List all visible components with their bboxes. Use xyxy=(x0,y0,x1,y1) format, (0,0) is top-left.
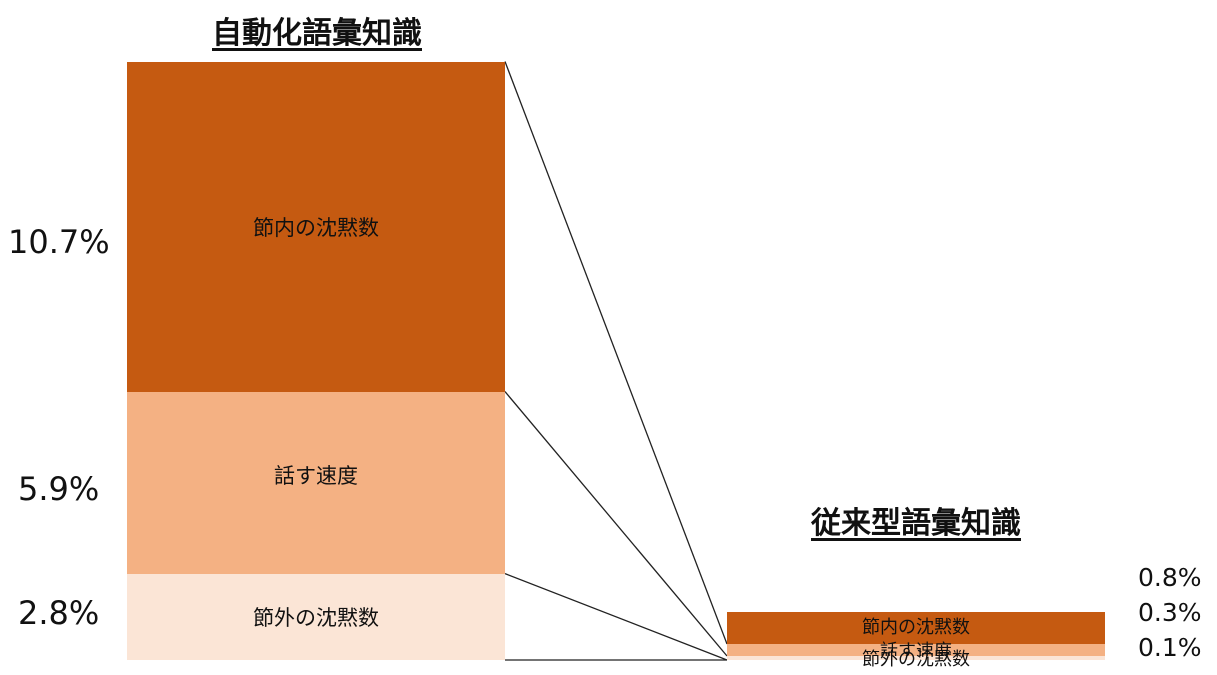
bar-1-value-0: 10.7% xyxy=(8,223,110,261)
bar-2-value-0: 0.8% xyxy=(1138,563,1202,592)
bar-2-title: 従来型語彙知識 xyxy=(811,506,1021,541)
bar-2-segment-0: 節内の沈黙数 xyxy=(727,612,1105,644)
connector-top xyxy=(504,61,728,645)
bar-1-value-2: 2.8% xyxy=(18,594,100,632)
bar-1-segment-1-label: 話す速度 xyxy=(274,463,358,488)
bar-1-segment-0: 節内の沈黙数 xyxy=(127,61,505,392)
bar-2-segment-2: 節外の沈黙数 xyxy=(727,649,1105,670)
bar-1-segment-2: 節外の沈黙数 xyxy=(127,573,505,660)
connector-2 xyxy=(504,391,728,657)
bar-1-segment-2-label: 節外の沈黙数 xyxy=(253,605,379,630)
bar-1-value-1: 5.9% xyxy=(18,470,100,508)
bar-1-segment-1: 話す速度 xyxy=(127,391,505,574)
bar-2-segment-2-label: 節外の沈黙数 xyxy=(862,649,970,670)
bar-1-title: 自動化語彙知識 xyxy=(212,16,422,51)
bar-2-segment-0-label: 節内の沈黙数 xyxy=(862,617,970,638)
bar-1-segment-0-label: 節内の沈黙数 xyxy=(253,215,379,240)
bar-2-value-1: 0.3% xyxy=(1138,598,1202,627)
bar-2-value-2: 0.1% xyxy=(1138,633,1202,662)
connector-3 xyxy=(504,573,728,661)
